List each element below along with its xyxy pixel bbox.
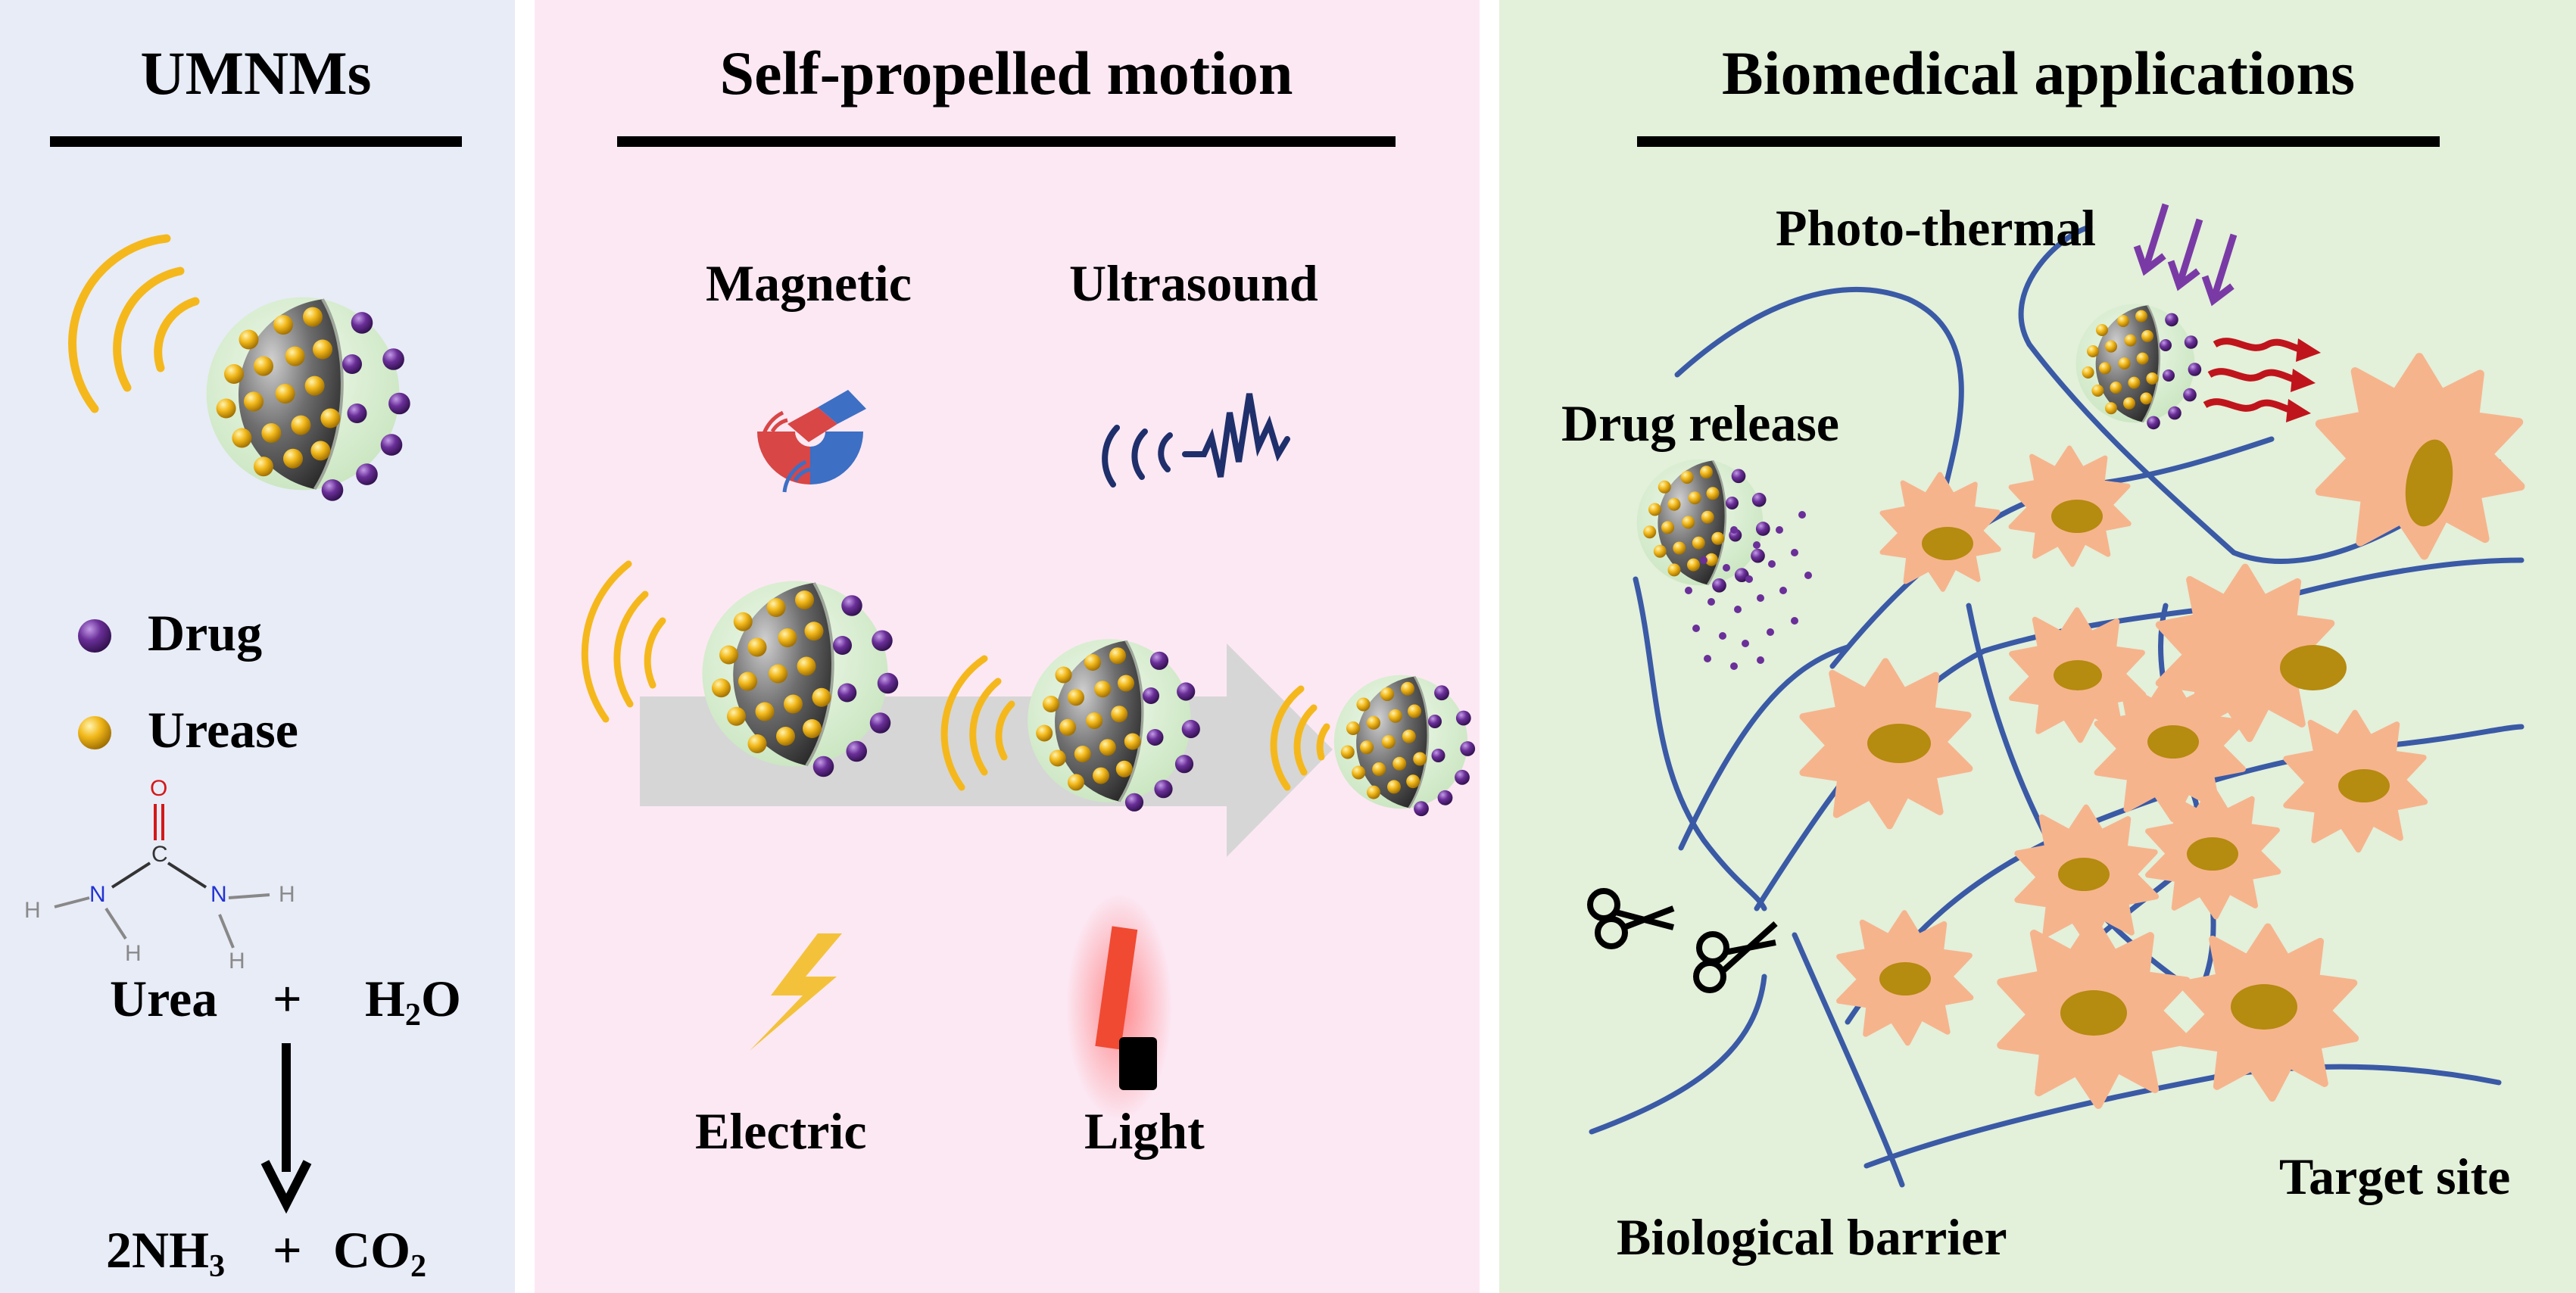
scissors-icon [1693,921,1778,993]
title-rule-motion [617,136,1396,147]
light-icon [1066,893,1172,1120]
title-rule-umnms [50,136,462,147]
urea-label: Urea [110,970,218,1027]
atom-oxygen: O [150,776,168,801]
target-site-label: Target site [2279,1148,2511,1205]
light-arrows-icon [2133,203,2238,307]
biological-barrier-label: Biological barrier [1617,1208,2007,1266]
heat-arrows-icon [2203,338,2303,414]
atom-hydrogen: H [229,949,245,974]
title-rule-applications [1637,136,2440,147]
released-drug-particles [1685,511,1812,670]
micromotor-3 [1333,674,1477,818]
lightning-icon [750,933,842,1051]
carbon-dioxide-label: CO2 [333,1221,427,1284]
electric-label: Electric [695,1102,867,1160]
panel-title-applications: Biomedical applications [1721,39,2355,107]
atom-hydrogen: H [125,941,142,966]
light-label: Light [1084,1102,1205,1160]
panel-title-motion: Self-propelled motion [719,39,1293,107]
wave-icon [68,234,200,413]
micromotor-large [204,295,412,503]
plus-sign: + [273,970,302,1027]
atom-carbon: C [151,842,168,867]
micromotor-drug-release [1636,458,1771,594]
atom-nitrogen-right: N [211,882,227,907]
plus-sign-products: + [273,1221,302,1279]
drug-legend-dot [78,619,111,653]
wave-icon-motion [581,560,1330,791]
scissors-icon [1587,888,1675,949]
water-label: H2O [365,970,461,1033]
atom-nitrogen-left: N [89,882,106,907]
motion-panel [535,0,1480,1293]
urease-label: Urease [148,701,298,759]
photothermal-label: Photo-thermal [1776,199,2097,257]
ultrasound-icon [1102,393,1290,488]
panel-title-umnms: UMNMs [140,39,372,107]
ultrasound-label: Ultrasound [1069,254,1318,312]
magnet-icon [757,390,866,493]
urease-legend-dot [78,716,111,749]
urea-molecule-bonds [54,804,270,949]
atom-hydrogen: H [24,898,41,923]
reaction-arrow [260,1043,312,1214]
drug-release-label: Drug release [1561,394,1839,452]
magnetic-label: Magnetic [706,254,912,312]
micromotor-photothermal [2075,303,2203,431]
ammonia-label: 2NH3 [106,1221,226,1284]
heat-arrowheads [2286,338,2321,422]
drug-label: Drug [148,604,263,662]
atom-hydrogen: H [279,882,295,907]
cell-nuclei [1867,439,2453,1036]
